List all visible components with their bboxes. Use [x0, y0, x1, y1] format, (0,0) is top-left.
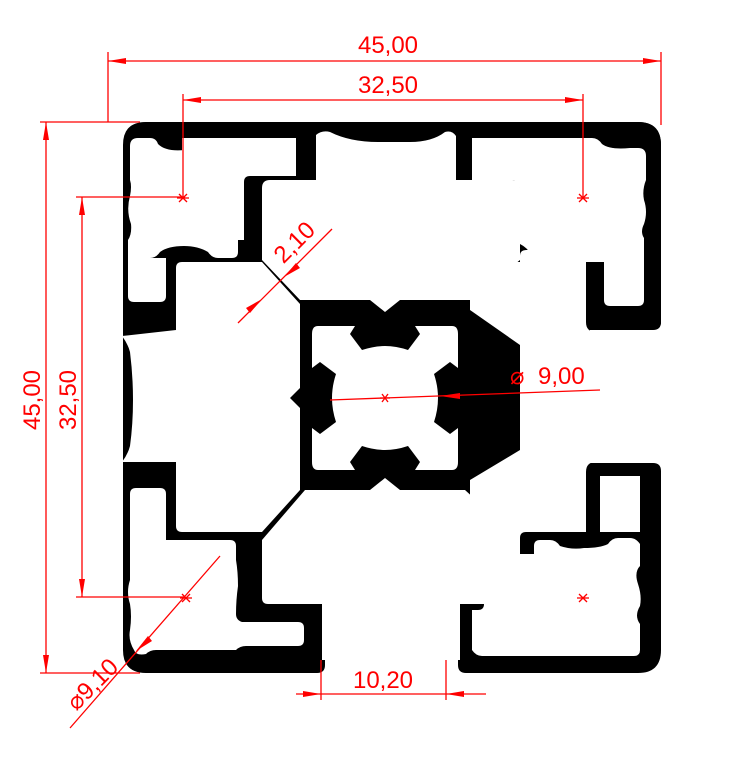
dim-slot-opening-label: 10,20 [353, 667, 413, 694]
dim-overall-width-label: 45,00 [358, 32, 418, 59]
center-core [312, 326, 458, 470]
dim-slot-opening: 10,20 [296, 660, 486, 700]
dim-slot-spacing-horizontal: 32,50 [182, 72, 584, 198]
marker-top-left [177, 193, 189, 203]
dim-center-bore: ⌀ 9,00 [329, 363, 601, 403]
marker-top-right [577, 193, 589, 203]
dim-slot-spacing-vertical-label: 32,50 [55, 370, 82, 430]
dim-slot-spacing-vertical: 32,50 [55, 196, 185, 598]
dim-center-bore-label: 9,00 [538, 363, 585, 390]
marker-bottom-right [577, 593, 589, 603]
profile-cutouts [122, 131, 661, 673]
dim-overall-height: 45,00 [19, 121, 140, 674]
dim-corner-bore-label: ⌀9,10 [62, 654, 124, 716]
center-markers [177, 193, 589, 603]
dim-center-bore-symbol: ⌀ [510, 363, 524, 390]
dim-slot-spacing-horizontal-label: 32,50 [358, 72, 418, 99]
dim-overall-height-label: 45,00 [19, 370, 46, 430]
dim-overall-width: 45,00 [107, 32, 662, 125]
